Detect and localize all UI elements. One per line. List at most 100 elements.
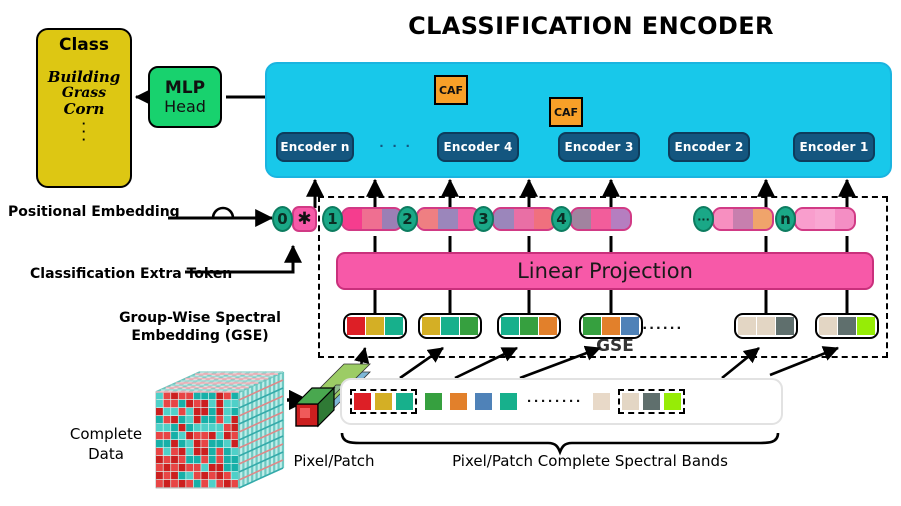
cube-cell: [216, 456, 224, 464]
spectral-group-box: [815, 313, 879, 339]
cube-cell: [178, 416, 186, 424]
patch-segment: [796, 209, 816, 229]
spectral-band-swatch: [375, 393, 392, 410]
class-item: Building: [47, 68, 121, 86]
cube-cell: [208, 432, 216, 440]
patch-segment: [343, 209, 363, 229]
cube-cell: [186, 472, 194, 480]
cls-token-star: ✱: [292, 206, 317, 232]
classification-extra-token-label: Classification Extra Token: [30, 266, 233, 282]
cube-top-line: [205, 371, 251, 393]
cube-cell: [171, 440, 178, 448]
encoder-block-4: Encoder 4: [437, 132, 519, 162]
cube-cell: [163, 472, 171, 480]
cube-cell: [193, 416, 201, 424]
cube-cell: [178, 480, 186, 488]
gse-title-line1: Group-Wise Spectral: [119, 310, 281, 326]
cube-cell: [178, 472, 186, 480]
cube-cell: [231, 424, 239, 432]
group-band-swatch: [602, 317, 620, 335]
mid-band-group: [425, 393, 517, 410]
group-band-swatch: [819, 317, 837, 335]
patch-segment: [514, 209, 534, 229]
spectral-band-swatch: [621, 393, 639, 410]
cube-cell: [201, 392, 209, 400]
cube-cell: [178, 424, 186, 432]
spectral-group-box: [343, 313, 407, 339]
linear-projection-box: Linear Projection: [336, 252, 874, 290]
group-band-swatch: [583, 317, 601, 335]
cube-side-line: [238, 435, 284, 457]
encoder-block-1: Encoder 1: [793, 132, 875, 162]
cube-cell: [156, 408, 163, 416]
cube-cell: [223, 464, 231, 472]
cube-cell: [171, 408, 178, 416]
cube-cell: [186, 424, 194, 432]
cube-cell: [216, 472, 224, 480]
cube-cell: [208, 416, 216, 424]
cube-cell: [201, 464, 209, 472]
patch-segment: [438, 209, 458, 229]
cube-cell: [156, 480, 163, 488]
cube-cell: [223, 400, 231, 408]
class-box-heading: Class: [58, 35, 109, 55]
cube-cell: [171, 392, 178, 400]
spectral-band-swatch: [425, 393, 442, 410]
cube-cell: [193, 472, 201, 480]
cube-top-line: [180, 371, 226, 393]
cube-top-line: [172, 371, 217, 393]
token-patch-embedding: [712, 207, 774, 231]
cube-cell: [178, 456, 186, 464]
encoder-chain-ellipsis: · · ·: [379, 138, 413, 155]
group-band-swatch: [776, 317, 794, 335]
gse-title-line2: Embedding (GSE): [131, 327, 269, 344]
cube-cell: [178, 440, 186, 448]
group-band-swatch: [621, 317, 639, 335]
cube-cell: [231, 432, 239, 440]
positional-embedding-label: Positional Embedding: [8, 204, 180, 220]
cube-cell: [171, 480, 178, 488]
cube-cell: [223, 448, 231, 456]
cube-side-line: [238, 451, 284, 473]
cube-cell: [216, 400, 224, 408]
cube-side-line: [238, 403, 284, 425]
cube-cell: [193, 440, 201, 448]
cube-top-line: [222, 371, 267, 393]
cube-cell: [156, 472, 163, 480]
cube-cell: [193, 424, 201, 432]
cube-cell: [231, 408, 239, 416]
cube-cell: [201, 480, 209, 488]
patch-segment: [362, 209, 382, 229]
cube-cell: [216, 480, 224, 488]
cube-cell: [231, 400, 239, 408]
spectral-band-swatch: [592, 393, 610, 410]
group-band-swatch: [838, 317, 856, 335]
token-index-badge: 4: [551, 206, 572, 232]
encoder-block-2: Encoder 2: [668, 132, 750, 162]
cube-cell: [186, 432, 194, 440]
cube-cell: [193, 448, 201, 456]
patch-segment: [494, 209, 514, 229]
token-index-badge: 3: [473, 206, 494, 232]
cube-cell: [171, 416, 178, 424]
group-band-swatch: [366, 317, 384, 335]
patch-segment: [572, 209, 592, 229]
cube-cell: [193, 480, 201, 488]
spectral-band-swatch: [500, 393, 517, 410]
class-item: Grass: [61, 84, 107, 101]
cube-cell: [156, 448, 163, 456]
cube-cell: [163, 440, 171, 448]
band-strip-ellipsis: ········: [527, 393, 583, 410]
cube-cell: [201, 472, 209, 480]
cube-cell: [186, 392, 194, 400]
cube-cell: [216, 440, 224, 448]
cube-cell: [208, 456, 216, 464]
cube-cell: [163, 424, 171, 432]
group-band-swatch: [501, 317, 519, 335]
cube-cell: [231, 456, 239, 464]
cube-cell: [171, 448, 178, 456]
group-band-swatch: [857, 317, 875, 335]
cube-cell: [201, 448, 209, 456]
gse-ghost-label: GSE: [596, 336, 634, 356]
cube-side-line: [238, 427, 284, 449]
